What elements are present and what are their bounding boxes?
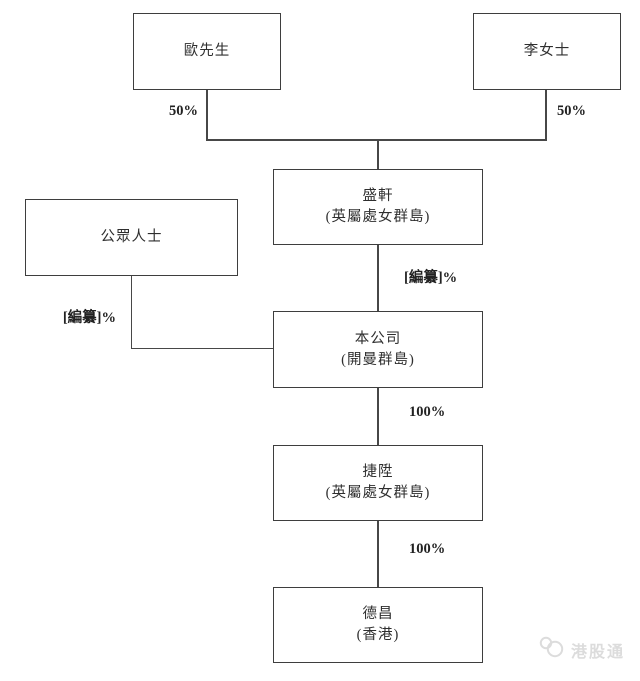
node-company-label: 本公司 <box>354 330 402 347</box>
node-dechang-jurisdiction: (香港) <box>356 627 400 643</box>
connector-company-to-jiesheng <box>377 387 379 446</box>
node-shengxuan-jurisdiction: (英屬處女群島) <box>325 209 431 225</box>
connector-mr-au-down <box>206 90 208 140</box>
node-ms-li: 李女士 <box>473 13 621 90</box>
label-ms-li-percentage: 50% <box>557 103 586 119</box>
node-jiesheng-label: 捷陞 <box>362 464 394 480</box>
node-company-jurisdiction: (開曼群島) <box>341 351 415 368</box>
connector-top-horizontal <box>206 139 547 141</box>
label-shengxuan-percentage: [編纂]% <box>404 270 458 286</box>
label-jiesheng-percentage: 100% <box>409 541 446 557</box>
connector-joint-to-shengxuan <box>377 139 379 170</box>
watermark-text: 港股通 <box>571 643 626 661</box>
connector-public-horizontal <box>130 347 274 349</box>
node-company: 本公司 (開曼群島) <box>273 311 483 388</box>
node-dechang: 德昌 (香港) <box>273 587 483 663</box>
node-dechang-label: 德昌 <box>362 606 394 622</box>
node-jiesheng-jurisdiction: (英屬處女群島) <box>325 485 431 501</box>
watermark: 港股通 <box>538 635 625 664</box>
watermark-bubbles-icon <box>538 635 566 664</box>
node-shengxuan-label: 盛軒 <box>362 188 394 204</box>
node-public-label: 公眾人士 <box>100 229 163 245</box>
node-mr-au-label: 歐先生 <box>183 43 231 59</box>
connector-jiesheng-to-dechang <box>377 520 379 588</box>
node-shengxuan: 盛軒 (英屬處女群島) <box>273 169 483 245</box>
connector-public-down <box>130 275 133 349</box>
node-jiesheng: 捷陞 (英屬處女群島) <box>273 445 483 521</box>
node-public: 公眾人士 <box>25 199 238 276</box>
label-company-percentage: 100% <box>409 404 446 420</box>
connector-ms-li-down <box>545 90 547 140</box>
connector-shengxuan-to-company <box>377 244 379 312</box>
node-ms-li-label: 李女士 <box>523 43 571 59</box>
label-public-percentage: [編纂]% <box>62 310 116 326</box>
node-mr-au: 歐先生 <box>133 13 281 90</box>
label-mr-au-percentage: 50% <box>169 103 198 119</box>
